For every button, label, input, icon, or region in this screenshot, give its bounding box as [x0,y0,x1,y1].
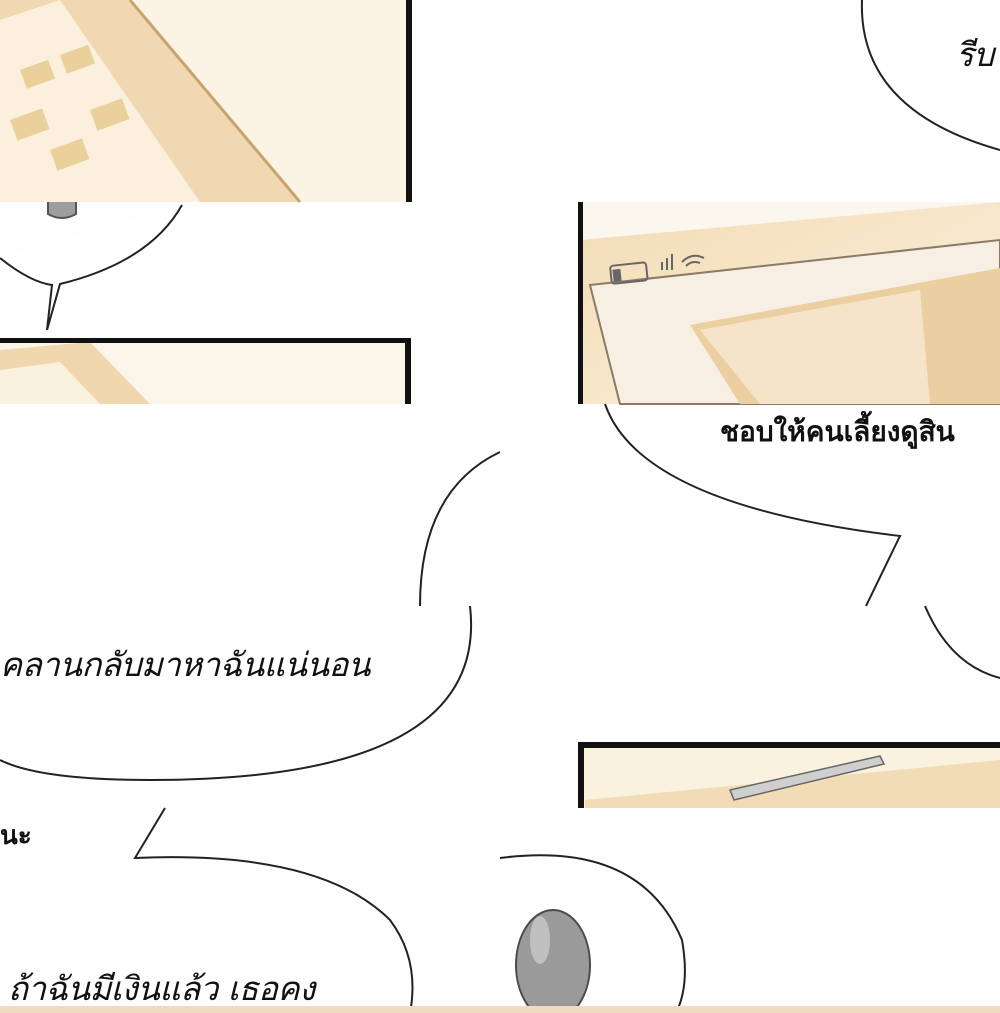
bubble-text-middle-right: ชอบให้คนเลี้ยงดูสิน [720,415,955,448]
panel-left-small [0,338,411,404]
panel-bottom-strip [0,1006,1000,1013]
speech-bubble-middle-left [0,451,501,782]
bubble-text-middle-left: คลานกลับมาหาฉันแน่นอน [0,645,370,684]
bubble-text-lower-left-fragment: นะ [0,821,32,851]
speech-bubble-bottom-right [499,854,686,1013]
panel-right-lower [578,742,1000,808]
bubble-text-top-right: รีบ [956,35,994,74]
gray-capsule-object [515,909,591,1013]
panel-top-left [0,0,412,219]
panel-right-phone [578,202,1000,405]
speech-bubble-middle-right [604,403,1000,679]
bubble-text-bottom-left: ถ้าฉันมีเงินแล้ว เธอคง [8,969,315,1008]
speech-bubble-bottom-left [133,807,414,1013]
speech-bubble-tail-left [0,204,183,331]
speech-bubble-top-right [860,0,1000,151]
